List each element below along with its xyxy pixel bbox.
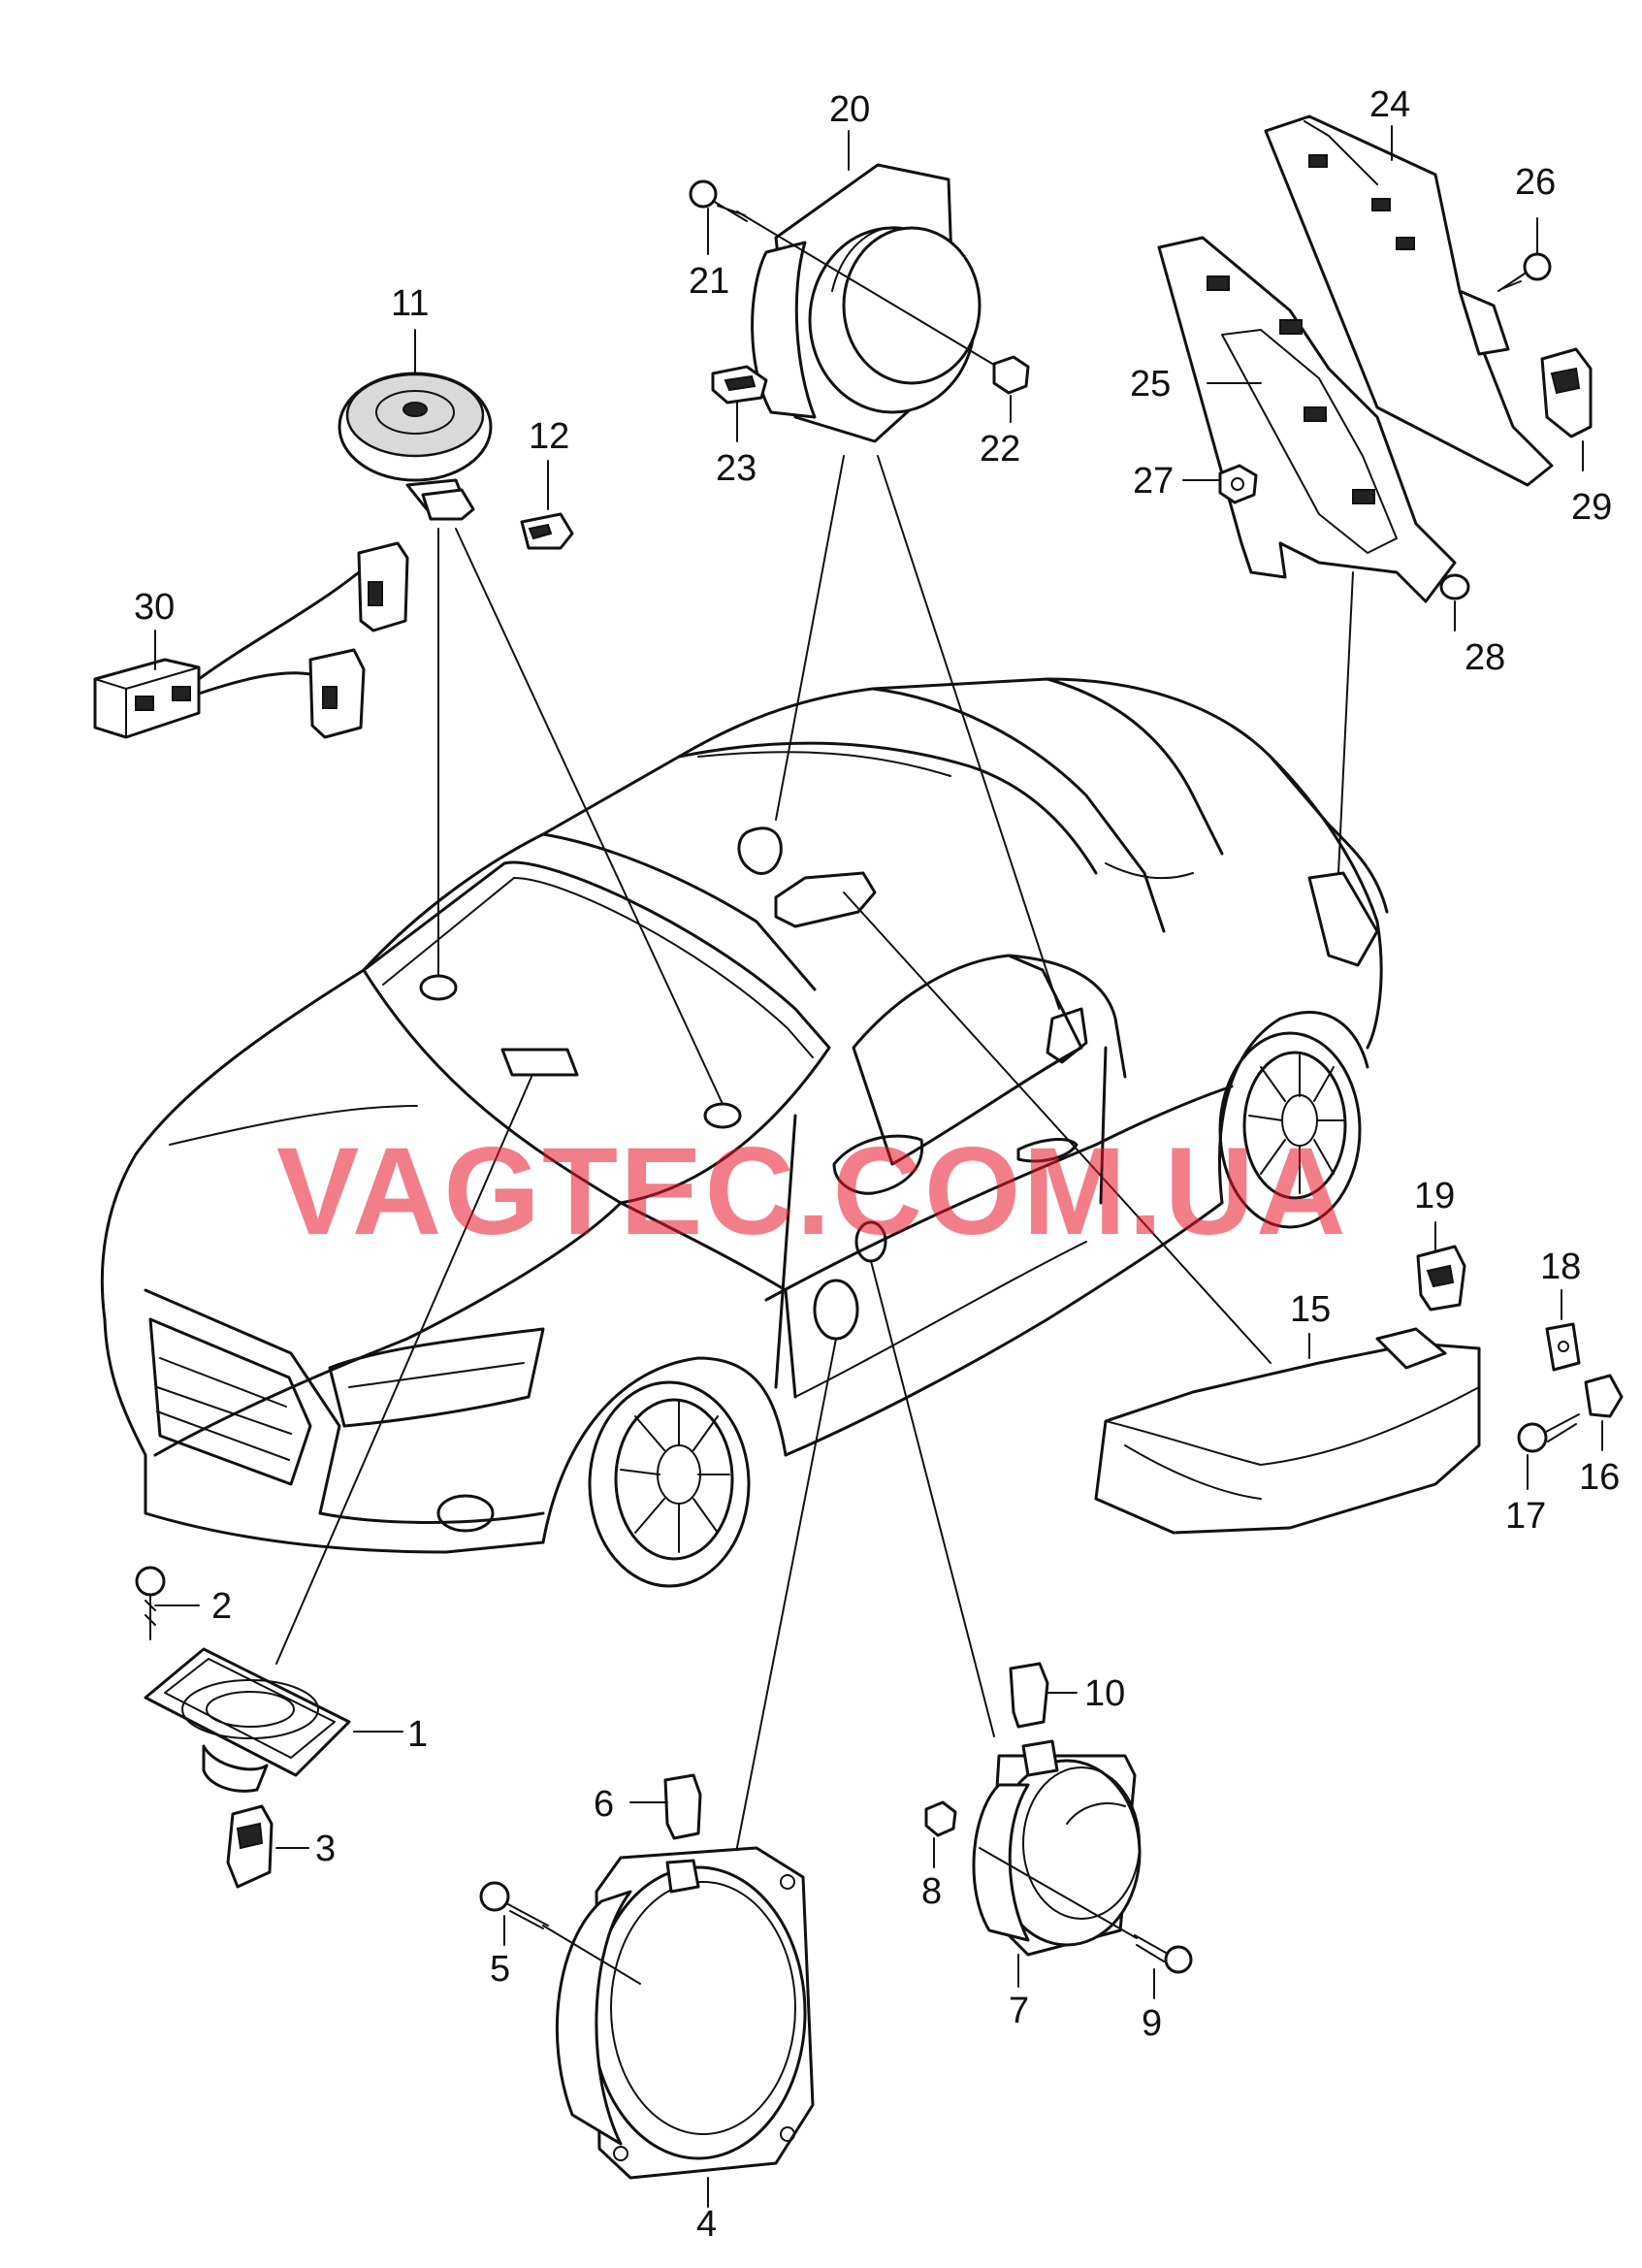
part-25-bracket — [1157, 236, 1457, 603]
label-25: 25 — [1130, 364, 1171, 405]
label-11: 11 — [391, 283, 429, 324]
part-4-door-speaker — [479, 1773, 815, 2180]
label-24: 24 — [1369, 84, 1410, 125]
label-29: 29 — [1571, 487, 1612, 528]
label-9: 9 — [1142, 2003, 1162, 2044]
part-30-wiring — [93, 541, 409, 739]
label-10: 10 — [1084, 1673, 1125, 1714]
part-1-center-speaker — [135, 1566, 351, 1889]
label-17: 17 — [1505, 1496, 1546, 1537]
label-23: 23 — [716, 448, 757, 489]
label-4: 4 — [696, 2204, 717, 2245]
part-labels: 1 2 3 4 5 6 7 8 9 10 11 12 15 16 17 18 1… — [134, 84, 1620, 2245]
label-7: 7 — [1009, 1991, 1029, 2031]
label-3: 3 — [315, 1829, 336, 1869]
label-28: 28 — [1465, 637, 1505, 678]
label-19: 19 — [1414, 1176, 1455, 1216]
label-22: 22 — [980, 429, 1020, 470]
part-11-tweeter — [338, 372, 574, 550]
part-7-midrange-speaker — [924, 1662, 1193, 1974]
leader-lines — [275, 455, 1354, 1873]
label-2: 2 — [211, 1586, 232, 1627]
small-fasteners — [1218, 252, 1593, 600]
label-ticks — [154, 125, 1603, 2208]
label-21: 21 — [689, 261, 729, 302]
car-illustration — [100, 677, 1389, 1588]
label-16: 16 — [1579, 1457, 1620, 1498]
label-15: 15 — [1290, 1289, 1331, 1330]
label-20: 20 — [829, 89, 870, 130]
label-18: 18 — [1540, 1247, 1581, 1287]
part-20-speaker — [689, 163, 1030, 443]
label-8: 8 — [921, 1871, 942, 1912]
label-5: 5 — [490, 1949, 510, 1990]
label-1: 1 — [407, 1714, 428, 1755]
label-30: 30 — [134, 587, 175, 628]
label-6: 6 — [594, 1784, 614, 1825]
part-24-amplifier — [1264, 114, 1554, 487]
label-27: 27 — [1133, 461, 1174, 502]
label-12: 12 — [529, 416, 569, 457]
part-15-subwoofer — [1094, 1245, 1624, 1535]
watermark-text: VAGTEC.COM.UA — [276, 1122, 1348, 1261]
label-26: 26 — [1515, 162, 1556, 203]
